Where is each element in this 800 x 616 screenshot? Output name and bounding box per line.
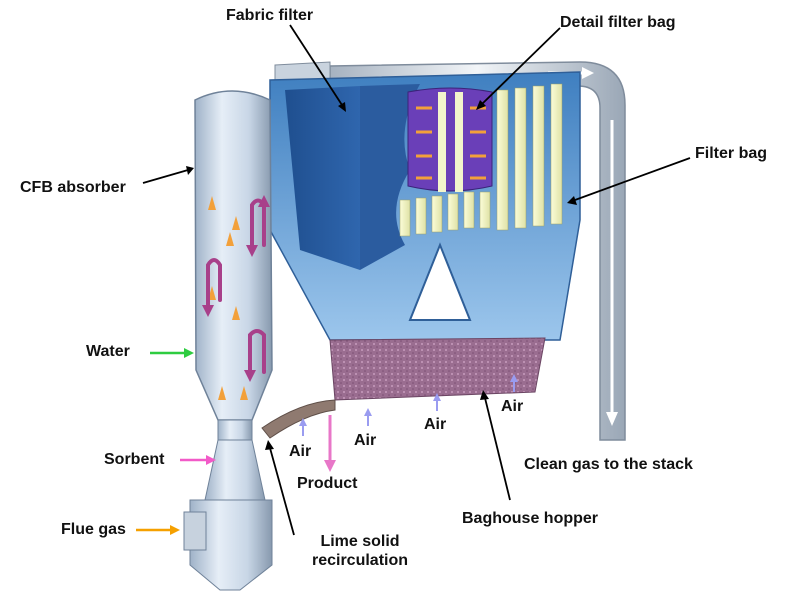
label-baghouse-hopper: Baghouse hopper (462, 509, 598, 528)
label-air-4: Air (501, 397, 523, 416)
flue-gas-arrowhead (170, 525, 180, 535)
water-arrowhead (184, 348, 194, 358)
label-filter-bag: Filter bag (695, 144, 767, 163)
label-sorbent: Sorbent (104, 450, 164, 469)
label-flue-gas: Flue gas (61, 520, 126, 539)
label-water: Water (86, 342, 130, 361)
label-clean-gas: Clean gas to the stack (524, 455, 693, 474)
label-cfb-absorber: CFB absorber (20, 178, 126, 197)
label-product: Product (297, 474, 357, 493)
label-air-1: Air (289, 442, 311, 461)
baghouse-hopper-fill (330, 338, 545, 400)
label-detail-filter-bag: Detail filter bag (560, 13, 676, 32)
label-fabric-filter: Fabric filter (226, 6, 313, 25)
label-lime-solid-recirculation: Lime solid recirculation (296, 532, 424, 570)
product-arrowhead (324, 460, 336, 472)
label-air-3: Air (424, 415, 446, 434)
label-lime-solid-line2: recirculation (296, 551, 424, 570)
label-lime-solid-line1: Lime solid (296, 532, 424, 551)
recirculation-pipe (262, 400, 335, 438)
label-air-2: Air (354, 431, 376, 450)
cfb-absorber (184, 91, 272, 590)
